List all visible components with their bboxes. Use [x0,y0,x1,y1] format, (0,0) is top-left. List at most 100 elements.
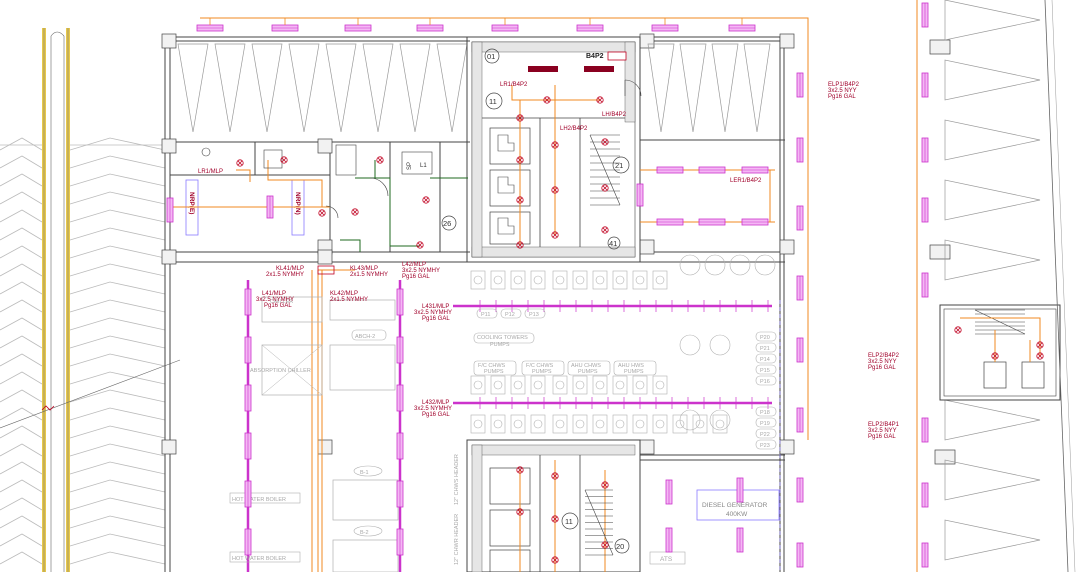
cooling-towers-label: COOLING TOWERS [477,335,528,341]
kl42-a: KL42/MLP [330,291,358,297]
diesel-generator: DIESEL GENERATOR [702,502,768,509]
device-symbol [516,508,524,516]
label-lr1-mlp: LR1/MLP [198,169,223,175]
device-symbol [551,515,559,523]
device-symbol [601,184,609,192]
roof-triangle [362,43,394,133]
roof-triangles-far-right [944,0,1041,561]
label-lh-b4p2: LH/B4P2 [602,112,627,118]
device-symbol [516,156,524,164]
pump [572,375,588,395]
room-11-top: 11 [489,97,497,106]
ahu-chws: AHU CHWS [571,363,601,369]
parking-stripe [69,281,166,295]
parking-stripe [69,389,166,403]
device-symbol [318,209,326,217]
parking-stripe [0,155,43,169]
pump [490,270,506,290]
chwr-header: 12" CHWR HEADER [454,514,460,565]
kl43-a: KL43/MLP [350,266,378,272]
parking-stripe [0,425,43,439]
parking-stripe [69,209,166,223]
roof-triangle [944,179,1041,221]
room-20: 20 [616,542,624,551]
roof-triangle [679,43,707,133]
parking-stripe [0,191,43,205]
roof-triangle [288,43,320,133]
column [929,39,951,55]
roof-triangle [214,43,246,133]
parking-stripe [69,335,166,349]
parking-stripe [0,281,43,295]
device-symbol [376,156,384,164]
ahu-hws: AHU HWS [618,363,644,369]
room-l1: L1 [420,163,427,169]
column [779,439,795,455]
l432-b: 3x2.5 NYMHY [414,406,452,412]
roof-triangle [325,43,357,133]
pump [530,414,546,434]
l41-c: Pg16 GAL [264,303,292,309]
pump [632,414,648,434]
panel-b4p2-icon [607,51,627,61]
parking-stripe [69,173,166,187]
right-upper-room: LER1/B4P2 [640,169,775,223]
column [779,239,795,255]
roof-triangle [743,43,771,133]
device-symbol [416,241,424,249]
device-symbol [954,326,962,334]
pump [530,270,546,290]
pump [470,375,486,395]
parking-stripe [69,461,166,475]
device-symbol [516,466,524,474]
device-symbol [551,141,559,149]
pump-tag-p23: P23 [760,443,770,449]
parking-stripe [69,551,166,565]
l42-c: Pg16 GAL [402,274,430,280]
parking-stripe [69,533,166,547]
diesel-kw: 400KW [726,511,748,518]
device-symbol [596,96,604,104]
abch2-label: ABCH-2 [355,334,375,340]
parking-stripe [0,353,43,367]
parking-ramp [0,28,181,572]
device-symbol [601,541,609,549]
pump [612,375,628,395]
l431-c: Pg16 GAL [422,316,450,322]
parking-stripe [0,263,43,277]
kl43-b: 2x1.5 NYMHY [350,272,388,278]
pump [572,270,588,290]
tank [679,334,701,356]
elp2-a: ELP2/B4P2 [868,353,900,359]
parking-stripe [0,497,43,511]
room-21: 21 [615,161,623,170]
l431-b: 3x2.5 NYMHY [414,310,452,316]
parking-stripe [0,461,43,475]
cooling-towers-pumps: PUMPS [490,342,510,348]
elb1-b: 3x2.5 NYY [868,428,897,434]
right-stair-building [939,304,1061,401]
fc-chws-2: F/C CHWS [526,363,554,369]
l432-a: L432/MLP [422,400,449,406]
pump-tag-p21: P21 [760,346,770,352]
roof-triangle [944,119,1041,161]
pump [552,414,568,434]
device-symbol [543,96,551,104]
kl41-b: 2x1.5 NYMHY [266,272,304,278]
parking-stripe [69,317,166,331]
device-symbol [601,226,609,234]
l42-b: 3x2.5 NYMHY [402,268,440,274]
l431-a: L431/MLP [422,304,449,310]
elp1-a: ELP1/B4P2 [828,82,860,88]
far-right-fixtures [916,0,929,572]
roof-triangle [399,43,431,133]
roof-triangle [944,399,1041,441]
device-symbol [351,208,359,216]
l41-a: L41/MLP [262,291,286,297]
device-symbol [1036,352,1044,360]
parking-stripe [0,245,43,259]
parking-stripe [0,551,43,565]
l42-a: L42/MLP [402,262,426,268]
pump-tag-p18: P18 [760,410,770,416]
pump-tag-p20: P20 [760,335,770,341]
